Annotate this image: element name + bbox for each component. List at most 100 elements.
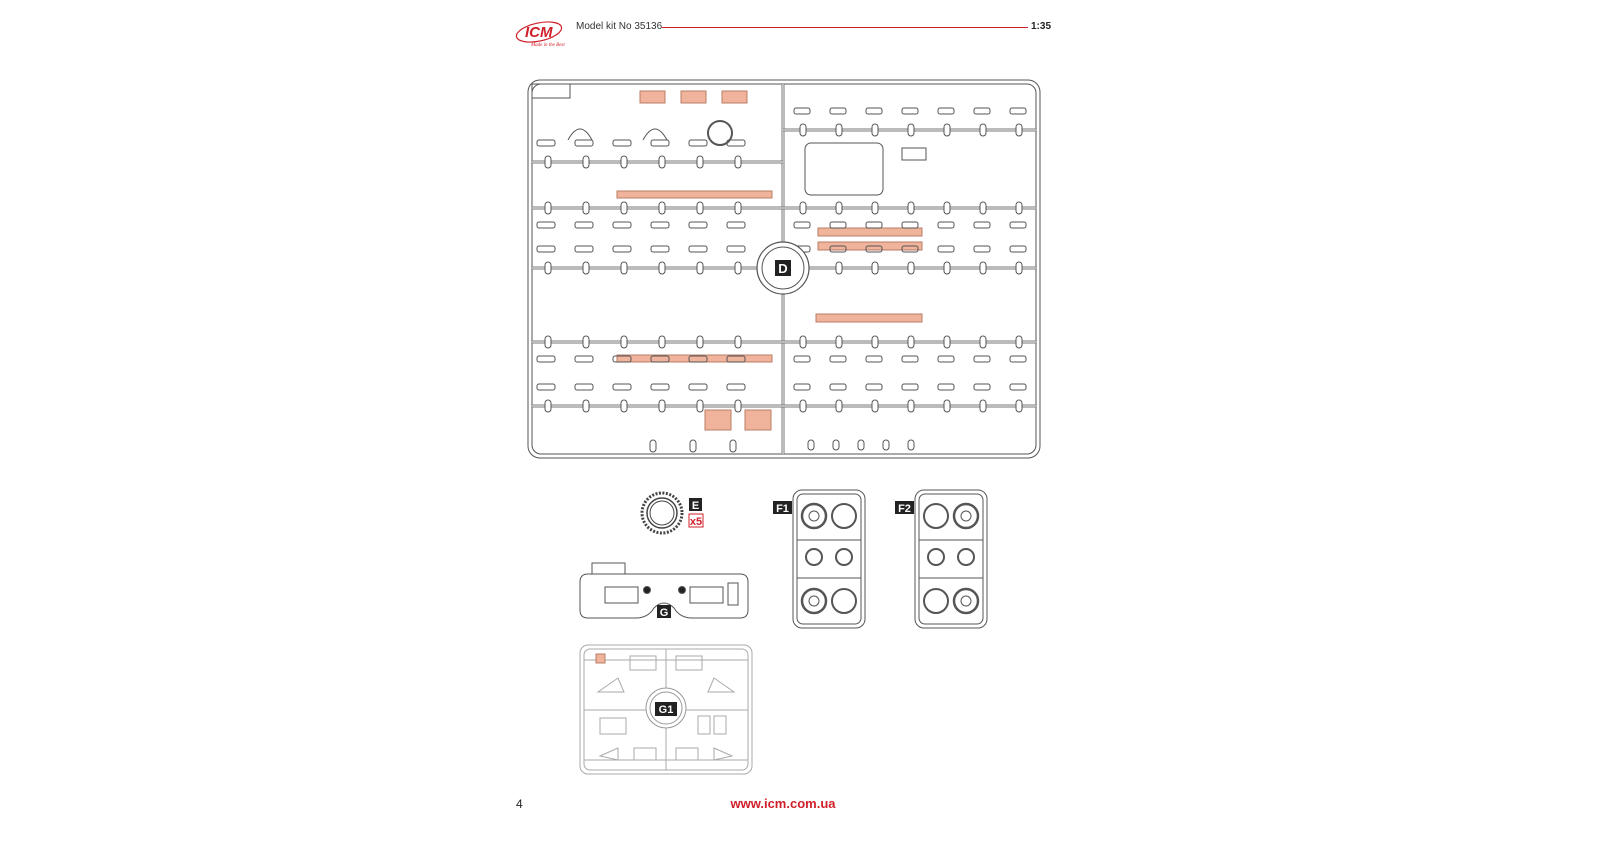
part [829,355,847,363]
part [865,245,883,253]
part [612,221,632,229]
gate [871,399,879,413]
part [973,355,991,363]
part [688,383,708,391]
part [726,355,746,363]
gate [658,335,666,349]
part [612,383,632,391]
gate [871,201,879,215]
part [901,383,919,391]
part [1009,245,1027,253]
part [574,383,594,391]
gate [582,155,590,169]
gate [582,261,590,275]
part [865,355,883,363]
part [1009,107,1027,115]
part [536,383,556,391]
gate [620,155,628,169]
icm-logo: ICM Made in the Best [515,15,567,49]
gate [835,399,843,413]
sprue-g [579,562,749,619]
part [865,221,883,229]
part [1009,221,1027,229]
highlighted-part [744,409,772,431]
part [612,139,632,147]
gate [658,155,666,169]
part [688,355,708,363]
gate [544,261,552,275]
part [901,107,919,115]
gate [696,155,704,169]
part [973,245,991,253]
scale-label: 1:35 [1031,21,1052,32]
gate [734,399,742,413]
header-rule [662,27,1028,28]
part [937,355,955,363]
highlighted-part [704,409,732,431]
part [901,245,919,253]
gate [544,201,552,215]
seat-frame-part [642,128,668,141]
gate [620,335,628,349]
website-link[interactable]: www.icm.com.ua [730,796,836,811]
gate [696,399,704,413]
gate [835,335,843,349]
part [829,107,847,115]
gate [1015,123,1023,137]
part [901,221,919,229]
highlighted-part [680,90,707,104]
part [829,245,847,253]
gate [807,439,815,451]
sprue-e-tire [640,491,704,535]
part [650,221,670,229]
gate [544,155,552,169]
gate [1015,201,1023,215]
gate [658,399,666,413]
gate [799,201,807,215]
sprue-g1-label: G1 [659,704,674,716]
part [574,355,594,363]
seat-frame-part [567,128,593,141]
part [726,221,746,229]
part [937,107,955,115]
gate [871,335,879,349]
part [937,245,955,253]
gate [907,201,915,215]
sprue-d [527,79,1041,459]
part [937,221,955,229]
sprue-f2-label: F2 [898,503,911,515]
gate [799,123,807,137]
gate [734,201,742,215]
gate [582,399,590,413]
part [688,221,708,229]
gate [871,261,879,275]
model-kit-title: Model kit No 35136 [576,21,663,32]
svg-text:ICM: ICM [525,24,553,41]
part [536,139,556,147]
gate [907,123,915,137]
gate [943,261,951,275]
highlighted-part [815,313,923,323]
gate [729,439,737,453]
gate [658,201,666,215]
gate [620,201,628,215]
sprue-e-quantity: x5 [690,516,702,528]
sprue-f2 [895,489,988,629]
steering-wheel-part [707,120,733,146]
gate [979,399,987,413]
gate [979,201,987,215]
svg-text:Made in the Best: Made in the Best [530,43,565,48]
part [829,383,847,391]
part [973,221,991,229]
part [650,139,670,147]
highlighted-part [616,190,773,199]
frame-part [901,147,927,161]
part [650,245,670,253]
gate [582,201,590,215]
gate [907,261,915,275]
page-number: 4 [516,797,523,811]
gate [832,439,840,451]
part [612,245,632,253]
gate [734,335,742,349]
